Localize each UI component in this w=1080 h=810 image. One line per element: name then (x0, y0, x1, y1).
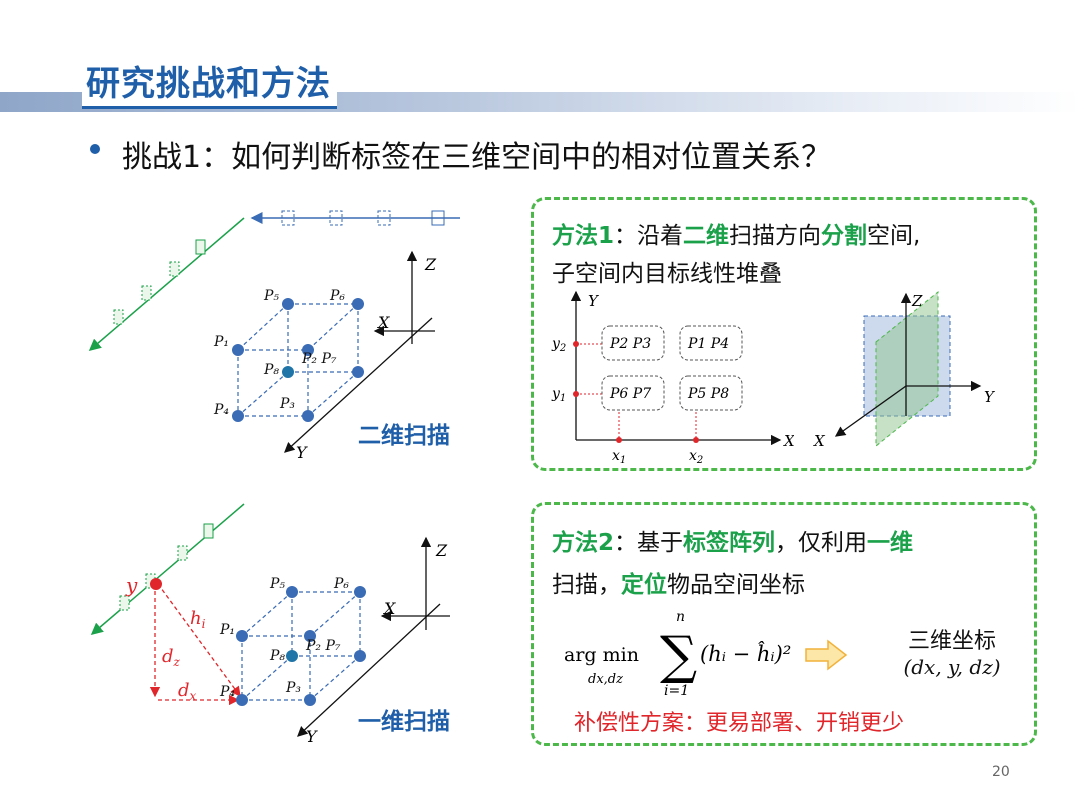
result-coords: (dx, y, dz) (903, 655, 1001, 679)
svg-text:P₅: P₅ (269, 576, 285, 592)
method2-sep: ：基于 (614, 530, 684, 556)
top-axes (284, 250, 435, 453)
method1-plane-diagram: Z Y X (813, 290, 996, 450)
bottom-scan-diagram: y hi dz dx P₅ P₆ P₁ P₈ P₂ P₇ P₄ P₃ Z X Y (90, 503, 450, 746)
top-axis-x: X (376, 313, 390, 332)
svg-text:P₄: P₄ (213, 402, 229, 418)
svg-text:P₃: P₃ (285, 680, 301, 696)
m1-plane-y: Y (984, 388, 996, 406)
red-measure-lines (149, 583, 241, 706)
top-axis-z: Z (424, 255, 437, 274)
m1-cell-r1c0: P6 P7 (609, 386, 651, 402)
red-dz-label: dz (162, 646, 181, 669)
svg-text:P₈: P₈ (269, 648, 285, 664)
method2-line1: 方法2：基于标签阵列，仅利用一维 (552, 523, 913, 557)
method1-line1: 方法1：沿着二维扫描方向分割空间, (552, 216, 920, 250)
m1-x-axis: X (783, 432, 794, 450)
svg-text:P₂ P₇: P₂ P₇ (301, 351, 337, 367)
horizontal-tag-boxes (281, 210, 445, 226)
red-y-label: y (125, 573, 138, 597)
method1-hl2: 分割 (821, 223, 868, 249)
svg-text:P₂ P₇: P₂ P₇ (305, 638, 341, 654)
method2-note: 补偿性方案：更易部署、开销更少 (574, 711, 905, 736)
m1-y-axis: Y (588, 292, 600, 310)
method2-line2-post: 物品空间坐标 (667, 572, 805, 598)
formula-sum-top: n (676, 609, 685, 625)
formula-arrow-icon (805, 639, 848, 671)
formula-argmin: arg min (564, 644, 639, 666)
method1-hl1: 二维 (683, 223, 730, 249)
bottom-axes (297, 536, 450, 737)
method2-formula: arg min dx,dz n ∑ i=1 (hᵢ − ĥᵢ)² (564, 609, 848, 699)
method2-hl3: 定位 (621, 572, 667, 598)
formula-sum-bottom: i=1 (664, 683, 689, 699)
svg-text:P₆: P₆ (333, 576, 349, 592)
method2-prefix: 方法2 (552, 530, 615, 556)
cube-points (232, 298, 364, 422)
m1-cell-r1c1: P5 P8 (687, 386, 729, 402)
top-scan-diagram: P₅ P₆ P₁ P₈ P₂ P₇ P₄ P₃ Z X Y (88, 210, 460, 462)
red-dx-label: dx (178, 680, 197, 703)
svg-text:P₆: P₆ (329, 288, 345, 304)
m1-x2: x2 (689, 448, 703, 466)
method2-line2: 扫描，定位物品空间坐标 (552, 565, 805, 599)
method1-tail: 空间, (867, 223, 921, 249)
1d-scan-label: 一维扫描 (358, 709, 450, 735)
bottom-cube-labels: P₅ P₆ P₁ P₈ P₂ P₇ P₄ P₃ (219, 576, 349, 700)
diagonal-tag-boxes (113, 239, 206, 325)
red-target-point (150, 578, 162, 590)
m1-cell-r0c0: P2 P3 (609, 336, 651, 352)
method2-panel: 方法2：基于标签阵列，仅利用一维 扫描，定位物品空间坐标 arg min dx,… (531, 502, 1037, 746)
formula-argmin-sub: dx,dz (588, 672, 623, 687)
formula-sum: ∑ (660, 626, 697, 686)
top-axis-y: Y (296, 443, 308, 462)
svg-text:P₁: P₁ (213, 334, 229, 350)
method1-partition-chart: Y X y2 y1 x1 x2 P2 P3 P1 P4 P6 P7 P5 P8 (551, 290, 794, 466)
svg-text:P₅: P₅ (263, 288, 279, 304)
result-title: 三维坐标 (907, 629, 996, 654)
bottom-axis-x: X (382, 599, 396, 618)
svg-text:P₃: P₃ (279, 396, 295, 412)
bottom-axis-y: Y (306, 727, 318, 746)
slide-title: 研究挑战和方法 (82, 62, 337, 109)
svg-text:P₁: P₁ (219, 622, 235, 638)
m1-y2: y2 (551, 336, 566, 354)
m1-x1: x1 (612, 448, 626, 466)
svg-text:P₈: P₈ (263, 362, 279, 378)
method2-hl1: 标签阵列 (683, 530, 776, 556)
m1-plane-x: X (813, 432, 826, 450)
bottom-cube-points (236, 586, 366, 706)
method2-line2-pre: 扫描， (552, 572, 621, 598)
bottom-tag-boxes (119, 523, 214, 611)
diagonal-scan-line (88, 217, 245, 351)
bullet-dot (90, 144, 100, 154)
cube-edges (237, 303, 359, 417)
page-number: 20 (992, 764, 1010, 780)
m1-plane-z: Z (911, 292, 923, 310)
2d-scan-label: 二维扫描 (358, 423, 450, 449)
challenge-bullet: 挑战1：如何判断标签在三维空间中的相对位置关系？ (122, 140, 832, 175)
method2-hl2: 一维 (867, 530, 914, 556)
method1-panel: 方法1：沿着二维扫描方向分割空间, 子空间内目标线性堆叠 Y X y2 y1 x… (531, 197, 1037, 471)
bottom-axis-z: Z (435, 541, 448, 560)
bottom-cube-edges (241, 591, 361, 701)
method1-mid1: 扫描方向 (729, 223, 822, 249)
svg-text:P₄: P₄ (219, 684, 235, 700)
method1-line2: 子空间内目标线性堆叠 (552, 261, 782, 287)
formula-body: (hᵢ − ĥᵢ)² (700, 642, 791, 666)
method1-prefix: 方法1 (552, 223, 615, 249)
bottom-diagonal-scan-line (90, 503, 245, 635)
cube-point-labels: P₅ P₆ P₁ P₈ P₂ P₇ P₄ P₃ (213, 288, 345, 418)
m1-y1: y1 (551, 386, 566, 404)
method1-sep: ：沿着 (614, 223, 684, 249)
m1-cell-r0c1: P1 P4 (687, 336, 729, 352)
method2-mid1: ，仅利用 (775, 530, 868, 556)
red-h-label: hi (190, 608, 206, 631)
